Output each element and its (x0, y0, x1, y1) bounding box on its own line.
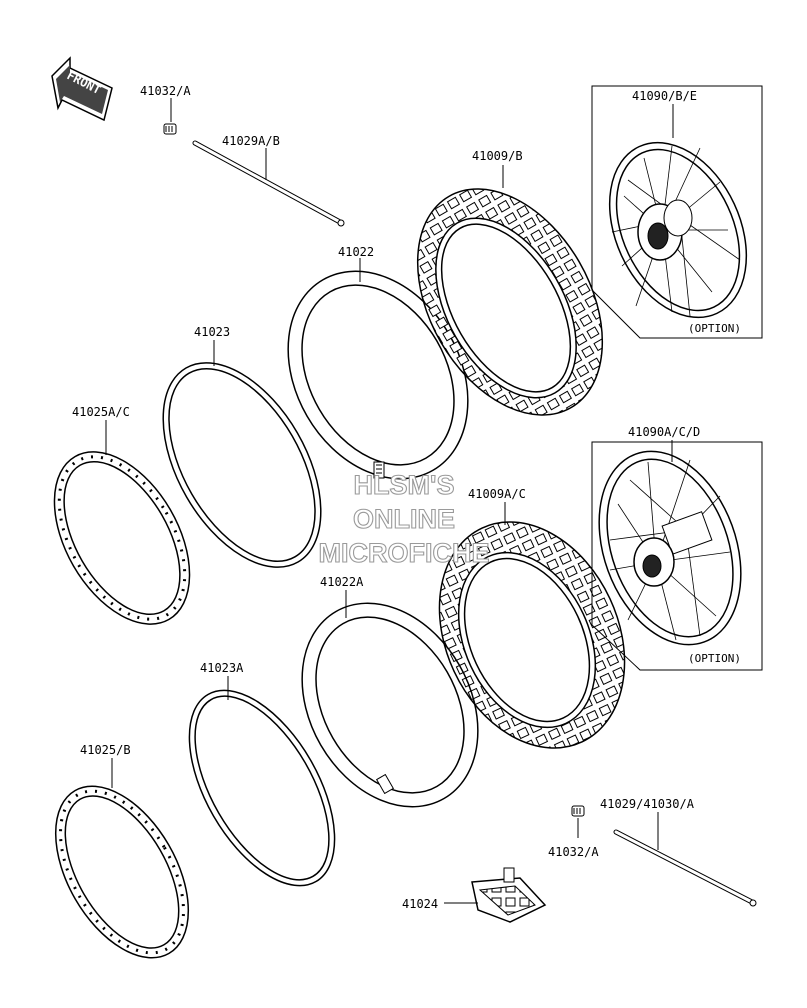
label-41023: 41023 (194, 325, 230, 339)
label-41009b: 41009/B (472, 149, 523, 163)
tire-upper (416, 165, 604, 416)
label-41022: 41022 (338, 245, 374, 259)
label-41023a: 41023A (200, 661, 244, 675)
valve-cap-bottom (571, 805, 585, 838)
front-arrow-icon: FRONT (51, 56, 113, 122)
rim-band-lower (188, 676, 336, 887)
label-41024: 41024 (402, 897, 438, 911)
rim-upper (53, 420, 191, 625)
inner-tube-lower (301, 590, 479, 808)
tire-lower (438, 502, 626, 749)
wheel-assembly-bottom (591, 440, 763, 671)
watermark-line-3: MICROFICHE (319, 538, 490, 568)
watermark-line-2: ONLINE (353, 504, 455, 534)
label-41025ac: 41025A/C (72, 405, 130, 419)
label-41032a-bottom: 41032/A (548, 845, 599, 859)
option-text-bottom: (OPTION) (688, 652, 741, 665)
rim-lock (444, 867, 547, 923)
rim-band-upper (162, 340, 322, 568)
label-41022a: 41022A (320, 575, 364, 589)
label-41029ab: 41029A/B (222, 134, 280, 148)
spoke-top (192, 140, 345, 227)
watermark: HLSM'S ONLINE MICROFICHE (318, 469, 490, 568)
valve-cap-top (163, 98, 177, 135)
wheel-assembly-top (591, 85, 763, 339)
watermark-line-1: HLSM'S (354, 470, 455, 500)
label-41029-41030a: 41029/41030/A (600, 797, 695, 811)
label-41090acd: 41090A/C/D (628, 425, 700, 439)
label-41009ac: 41009A/C (468, 487, 526, 501)
label-41090be: 41090/B/E (632, 89, 697, 103)
label-41025b: 41025/B (80, 743, 131, 757)
rim-lower (54, 758, 190, 959)
option-text-top: (OPTION) (688, 322, 741, 335)
label-41032a-top: 41032/A (140, 84, 191, 98)
spoke-bottom (613, 812, 757, 907)
